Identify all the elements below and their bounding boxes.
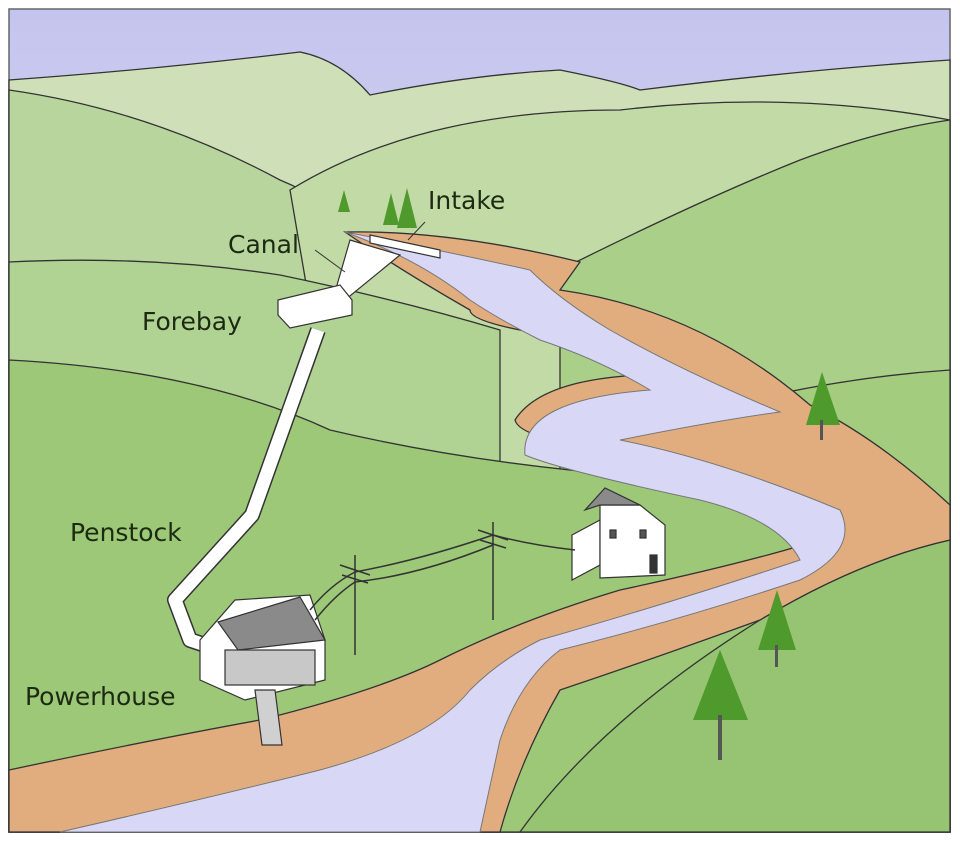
label-canal: Canal: [228, 230, 299, 259]
label-intake: Intake: [428, 186, 506, 215]
canal-leader: [314, 249, 346, 273]
label-forebay: Forebay: [142, 307, 242, 336]
intake-leader: [407, 221, 426, 241]
power-lines: [309, 522, 576, 655]
label-powerhouse: Powerhouse: [25, 682, 176, 711]
trees: [338, 188, 840, 760]
house: [571, 487, 666, 582]
river-bank: [8, 231, 951, 833]
powerhouse-building: [199, 594, 326, 746]
label-penstock: Penstock: [70, 518, 182, 547]
intake-structure: [277, 234, 441, 329]
river: [59, 231, 846, 833]
